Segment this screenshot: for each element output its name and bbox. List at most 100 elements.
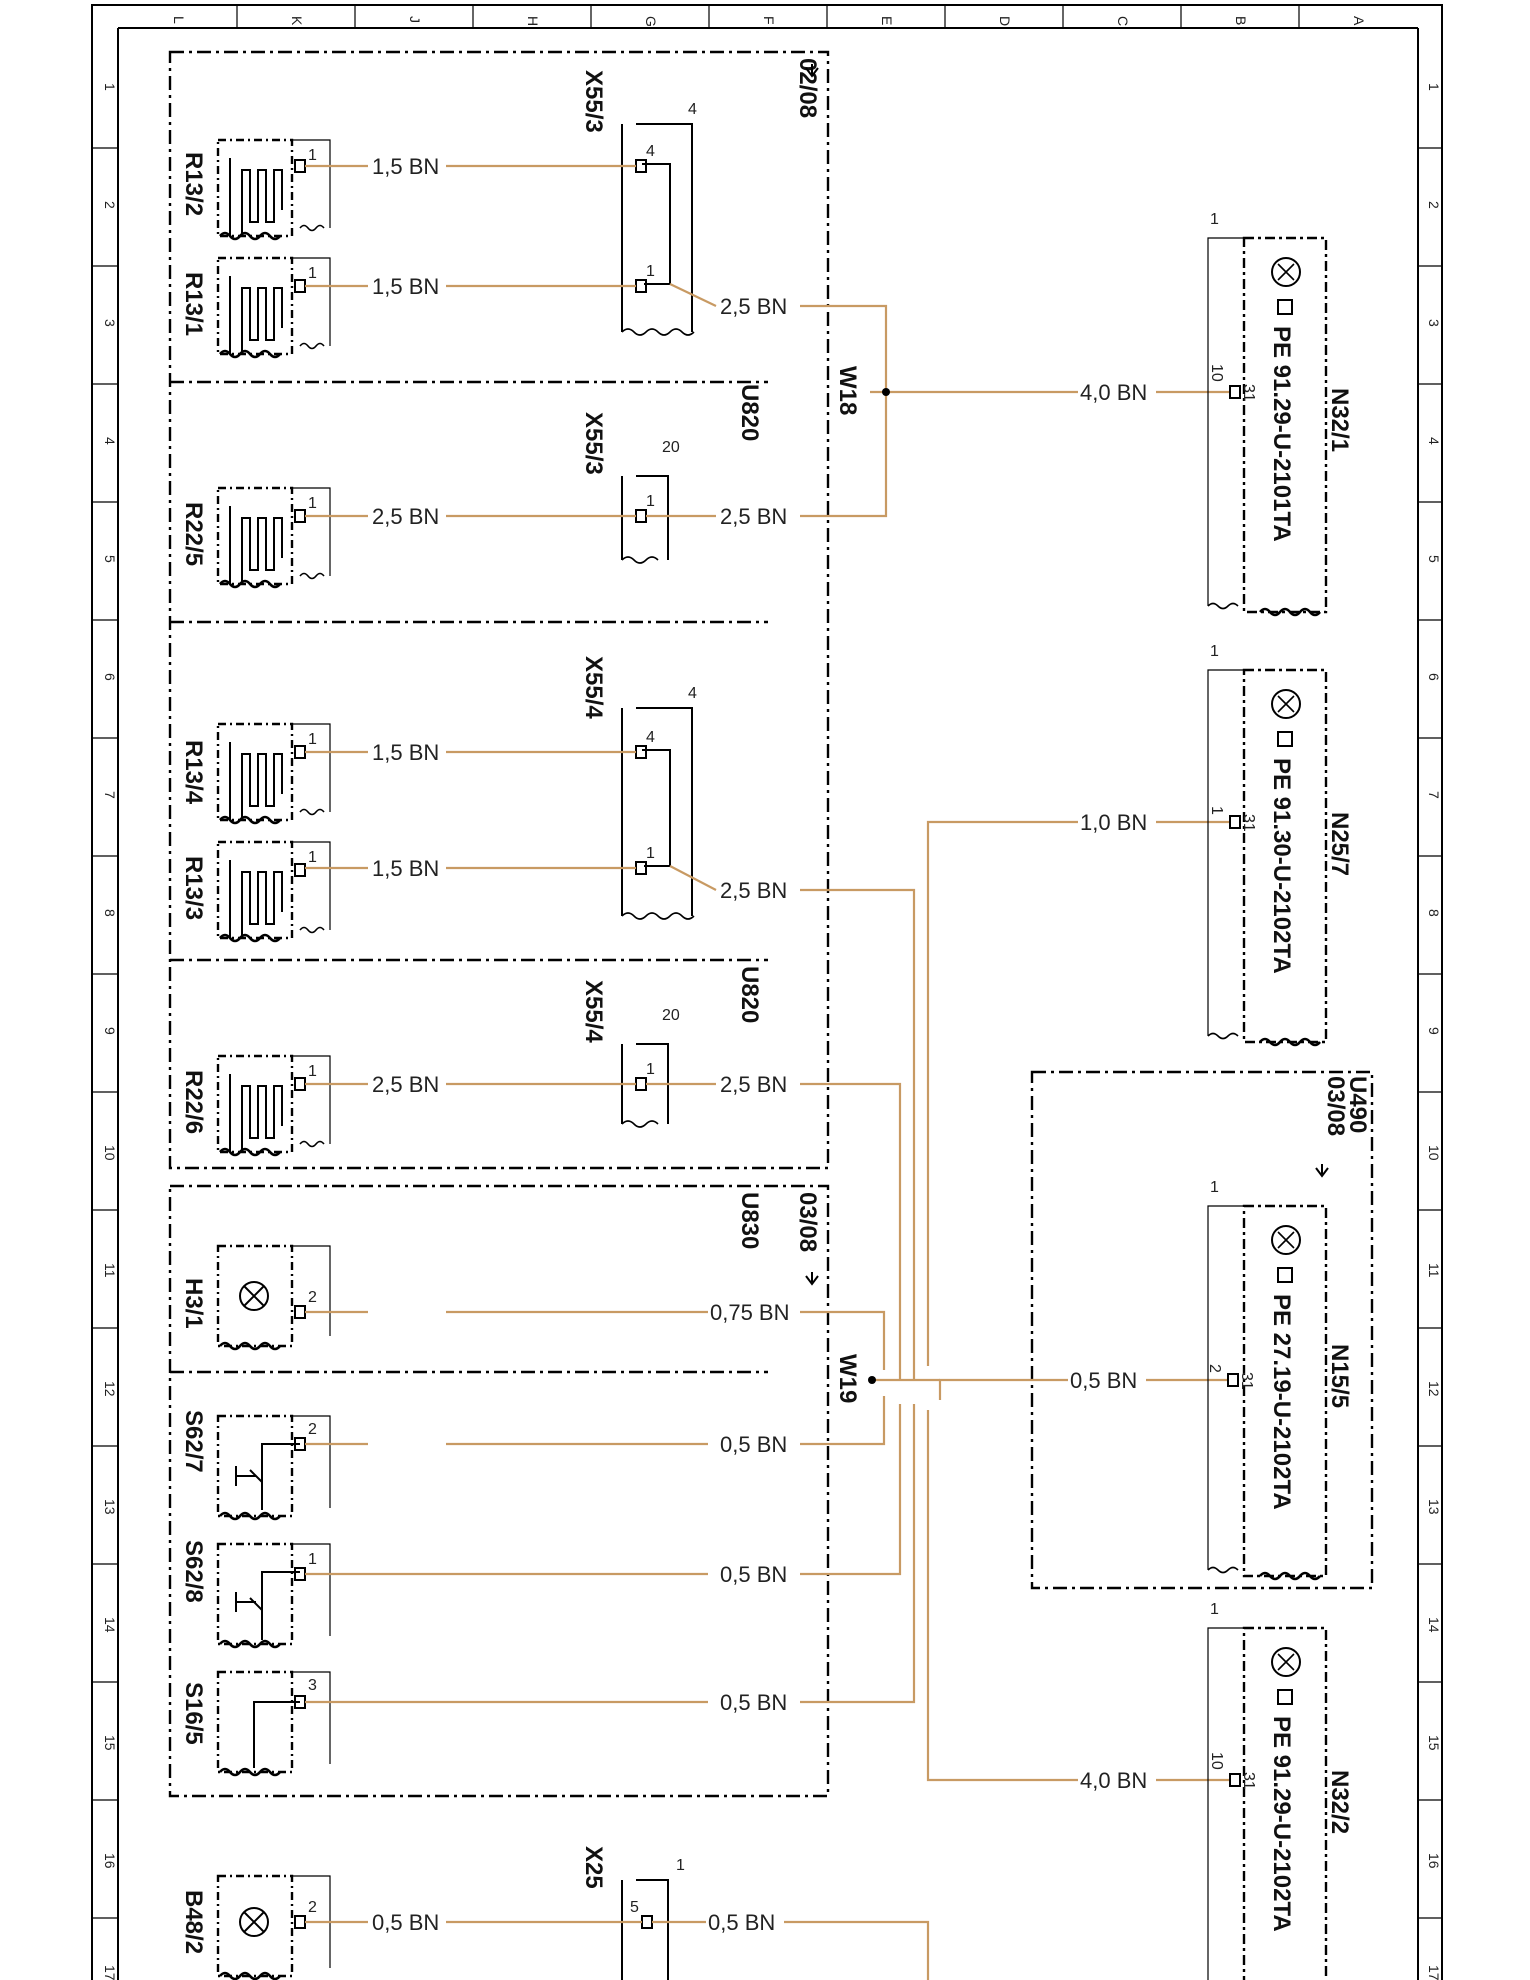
component-r13-1[interactable]: R13/1 1 [180,256,331,359]
grid-number: 7 [1426,791,1442,799]
grid-number: 13 [102,1499,118,1515]
row-grid: 1 2 3 4 5 6 7 8 9 10 11 12 13 14 15 16 1… [92,83,1442,1980]
connector-x55-4[interactable]: X55/4 4 4 1 [580,656,697,920]
pin-number: 10 [1208,1752,1225,1770]
component-h3-1[interactable]: H3/1 2 [180,1244,331,1351]
connector-x55-3[interactable]: X55/3 20 1 [580,412,680,564]
component-s62-7[interactable]: S62/7 2 [180,1410,331,1521]
component-ref: PE 91.29-U-2101TA [1268,326,1295,542]
component-b48-2[interactable]: B48/2 2 [180,1874,331,1980]
hand-icon [1277,731,1293,747]
switch-icon [235,1571,300,1640]
pin-number: 20 [662,1007,680,1024]
grid-number: 8 [1426,909,1442,917]
grid-number: 8 [102,909,118,917]
grid-number: 10 [102,1145,118,1161]
splice-w18: W18 [834,366,890,415]
grid-number: 15 [1426,1735,1442,1751]
wire-label: 1,5 BN [372,740,439,765]
ecu-symbol-icon [1271,257,1301,287]
component-label: R13/1 [180,272,207,336]
connector-label: X55/4 [580,980,607,1043]
pin-number: 1 [308,495,317,512]
connector-label: X55/3 [580,412,607,475]
pin-number: 1 [1208,806,1225,815]
grid-number: 11 [102,1263,118,1278]
pin-number: 1 [308,265,317,282]
component-r13-2[interactable]: R13/2 1 [180,138,331,241]
pin-number: 4 [688,685,697,702]
arrow-down-icon [805,1272,819,1286]
lamp-icon [239,1281,269,1311]
pin-number: 1 [308,1063,317,1080]
wire-label: 4,0 BN [1080,1768,1147,1793]
component-r13-3[interactable]: R13/3 1 [180,840,331,943]
grid-number: 3 [102,319,118,327]
component-n25-7[interactable]: 1 1 31 PE 91.30-U-2102TA N25/7 [1207,643,1353,1047]
grid-letter: E [879,16,895,25]
wire-labels: 1,5 BN 1,5 BN 2,5 BN 2,5 BN 2,5 BN 4,0 B… [372,154,1147,1935]
pin-number: 1 [1210,1601,1219,1618]
component-label: H3/1 [180,1278,207,1329]
wire-label: 0,75 BN [710,1300,790,1325]
module-u820: U820 [736,966,763,1023]
component-label: S62/7 [180,1410,207,1473]
reference-0308: 03/08 [1322,1076,1349,1136]
component-n15-5[interactable]: 1 2 31 PE 27.19-U-2102TA N15/5 [1206,1179,1353,1581]
wire-harness [305,164,1230,1980]
grid-number: 6 [1426,673,1442,681]
component-s16-5[interactable]: S16/5 3 [180,1670,331,1777]
module-u830: U830 [736,1192,763,1249]
component-ref: PE 91.30-U-2102TA [1268,758,1295,974]
wire-label: 2,5 BN [720,1072,787,1097]
pin-number: 1 [676,1857,685,1874]
connector-x25[interactable]: X25 1 5 [580,1846,685,1980]
wire-label: 2,5 BN [720,504,787,529]
connector-x55-3[interactable]: X55/3 4 4 1 [580,70,697,336]
pin-number: 10 [1208,364,1225,382]
pin-number: 1 [646,845,655,862]
grid-number: 17 [102,1965,118,1980]
grid-number: 12 [102,1381,118,1397]
connector-x55-4[interactable]: X55/4 20 1 [580,980,680,1128]
svg-text:W18: W18 [834,366,861,415]
outer-frame [91,4,1443,1980]
ecu-symbol-icon [1271,689,1301,719]
component-label: N32/2 [1326,1770,1353,1834]
pin-number: 3 [308,1677,317,1694]
component-r22-6[interactable]: R22/6 1 [180,1054,331,1157]
grid-number: 12 [1426,1381,1442,1397]
grid-number: 3 [1426,319,1442,327]
wire-label: 4,0 BN [1080,380,1147,405]
component-label: N32/1 [1326,388,1353,452]
grid-number: 9 [1426,1027,1442,1035]
pin-number: 1 [308,147,317,164]
component-n32-1[interactable]: 1 10 31 PE 91.29-U-2101TA N32/1 [1207,211,1353,617]
component-s62-8[interactable]: S62/8 1 [180,1540,331,1649]
component-ref: PE 27.19-U-2102TA [1268,1294,1295,1510]
arrow-down-icon [805,64,819,78]
component-r22-5[interactable]: R22/5 1 [180,486,331,589]
grid-letter: K [289,16,305,26]
wire-label: 0,5 BN [372,1910,439,1935]
pin-number: 1 [1210,211,1219,228]
arrow-down-icon [1315,1164,1329,1178]
hand-icon [1277,1267,1293,1283]
pin-number: 5 [630,1899,639,1916]
component-label: R22/6 [180,1070,207,1134]
pin-number: 2 [1206,1364,1223,1373]
pin-number: 31 [1240,1772,1257,1790]
grid-number: 1 [1426,83,1442,91]
grid-number: 15 [102,1735,118,1751]
component-label: B48/2 [180,1890,207,1954]
hand-icon [1277,1689,1293,1705]
pin-number: 31 [1240,814,1257,832]
component-n32-2[interactable]: 1 10 31 PE 91.29-U-2102TA N32/2 [1207,1601,1353,1980]
component-label: R13/4 [180,740,207,805]
wire-label: 1,5 BN [372,856,439,881]
hand-icon [1277,299,1293,315]
wire-label: 2,5 BN [720,294,787,319]
component-r13-4[interactable]: R13/4 1 [180,722,331,825]
pin-number: 1 [1210,643,1219,660]
grid-letter: C [1115,16,1131,26]
